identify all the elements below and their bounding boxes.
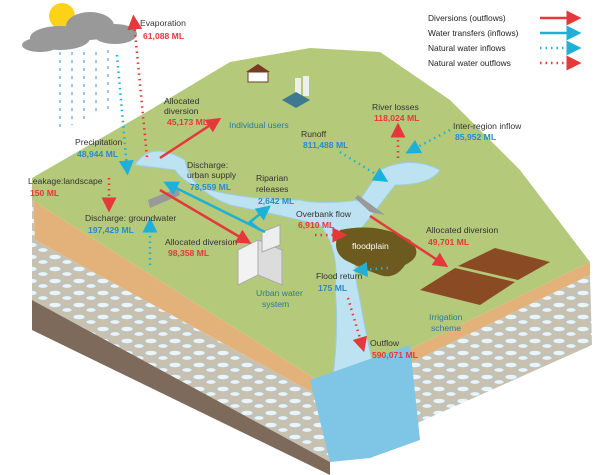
allocated-irrigation-arrow [369, 214, 449, 268]
inter-region-label: Inter-region inflow [453, 121, 522, 131]
flood-return-label: Flood return [316, 271, 363, 281]
farm-buildings [246, 64, 310, 108]
rain-icon [59, 50, 109, 130]
irrigation-label: Irrigation [429, 312, 463, 322]
runoff-label: Runoff [301, 129, 327, 139]
irrigation-label2: scheme [431, 323, 461, 333]
urban-supply-label: Discharge: [187, 160, 228, 170]
groundwater-value: 197,429 ML [88, 225, 134, 235]
allocated-urban-value: 98,358 ML [168, 248, 209, 258]
evaporation-arrow [127, 14, 149, 158]
precipitation-label: Precipitation [75, 137, 123, 147]
riparian-label2: releases [256, 184, 288, 194]
allocated-irrigation-value: 49,701 ML [428, 237, 469, 247]
cloud-icon [22, 12, 137, 52]
urban-system-label2: system [262, 299, 289, 309]
urban-supply-arrow [163, 181, 266, 234]
evaporation-label: Evaporation [140, 18, 186, 28]
riparian-value: 2,642 ML [258, 196, 294, 206]
flood-return-value: 175 ML [318, 283, 347, 293]
legend-natural-in: Natural water inflows [428, 43, 506, 53]
overbank-value: 6,910 ML [298, 220, 334, 230]
strata-left-face [32, 178, 330, 462]
soil-band [32, 178, 590, 402]
irrigation-field [458, 248, 550, 280]
leakage-value: 150 ML [30, 188, 59, 198]
riparian-label: Riparian [256, 173, 288, 183]
precipitation-value: 48,944 ML [77, 149, 118, 159]
leakage-label: Leakage:landscape [28, 176, 103, 186]
outflow-value: 590,071 ML [372, 350, 418, 360]
legend: Diversions (outflows) Water transfers (i… [428, 10, 582, 71]
outflow-label: Outflow [370, 338, 400, 348]
urban-supply-label2: urban supply [187, 170, 237, 180]
urban-supply-value: 78,559 ML [190, 182, 231, 192]
riparian-arrow [247, 205, 271, 231]
precipitation-arrow [115, 54, 134, 176]
allocated-irrigation-label: Allocated diversion [426, 225, 498, 235]
legend-transfers: Water transfers (inflows) [428, 28, 519, 38]
bedrock-left [32, 300, 330, 475]
flow-arrows [101, 14, 451, 353]
overbank-label: Overbank flow [296, 209, 352, 219]
inter-region-value: 85,952 ML [455, 132, 496, 142]
flow-labels: Evaporation 61,088 ML Allocated diversio… [28, 18, 522, 360]
allocated-users-label2: diversion [164, 106, 199, 116]
legend-natural-out: Natural water outflows [428, 58, 511, 68]
individual-users-label: Individual users [229, 120, 289, 130]
urban-buildings [237, 224, 283, 286]
outflow-water [310, 345, 420, 462]
allocated-users-value: 45,173 ML [167, 117, 208, 127]
allocated-users-label: Allocated [164, 96, 200, 106]
floodplain-label: floodplain [352, 241, 389, 251]
river-losses-value: 118,024 ML [374, 113, 419, 123]
legend-diversions: Diversions (outflows) [428, 13, 506, 23]
flood-return-arrow [352, 261, 389, 277]
allocated-urban-label: Allocated diversion [165, 237, 237, 247]
allocated-users-arrow [159, 117, 222, 160]
dam-lower [355, 195, 385, 215]
urban-system-label: Urban water [256, 288, 303, 298]
irrigation-field [420, 268, 515, 305]
evaporation-value: 61,088 ML [143, 31, 184, 41]
river-losses-label: River losses [372, 102, 419, 112]
groundwater-label: Discharge: groundwater [85, 213, 176, 223]
allocated-urban-arrow [159, 188, 252, 244]
runoff-value: 811,488 ML [303, 140, 348, 150]
